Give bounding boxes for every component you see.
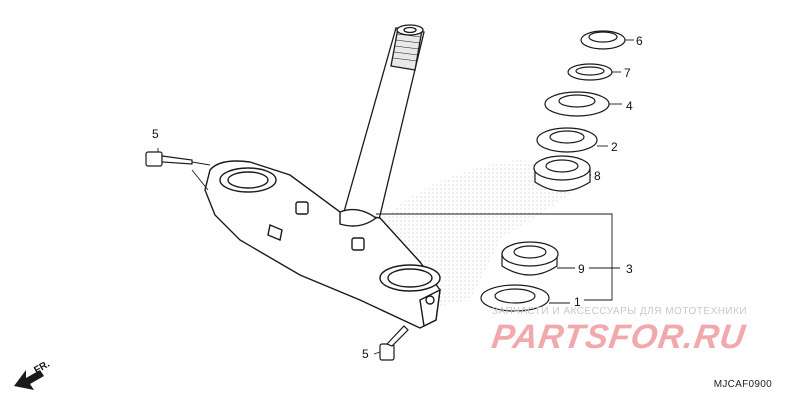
lock-washer — [567, 63, 613, 81]
lower-race — [480, 284, 550, 312]
bolt-bottom — [379, 325, 409, 361]
upper-bearing — [533, 155, 591, 192]
callout-4: 4 — [626, 99, 633, 113]
watermark-tagline: ЗАПЧАСТИ И АКСЕССУАРЫ ДЛЯ МОТОТЕХНИКИ — [492, 306, 748, 317]
callout-5-bottom: 5 — [362, 347, 369, 361]
callout-7: 7 — [624, 66, 631, 80]
callout-1: 1 — [574, 295, 581, 309]
callout-3: 3 — [626, 262, 633, 276]
front-direction-arrow — [14, 370, 44, 390]
lock-nut — [580, 30, 626, 50]
watermark-logo: PARTSFOR.RU — [489, 318, 749, 356]
callout-6: 6 — [636, 34, 643, 48]
steering-stem — [339, 24, 425, 233]
callout-9: 9 — [578, 262, 585, 276]
callout-8: 8 — [594, 169, 601, 183]
diagram-code: MJCAF0900 — [713, 379, 772, 390]
leader-lines — [157, 39, 634, 355]
adjusting-nut — [544, 91, 610, 117]
bottom-bridge — [204, 160, 441, 329]
lower-bearing — [501, 241, 559, 276]
bolt-top — [145, 151, 193, 167]
callout-2: 2 — [611, 140, 618, 154]
callout-5-top: 5 — [152, 127, 159, 141]
dust-seal — [536, 127, 598, 153]
